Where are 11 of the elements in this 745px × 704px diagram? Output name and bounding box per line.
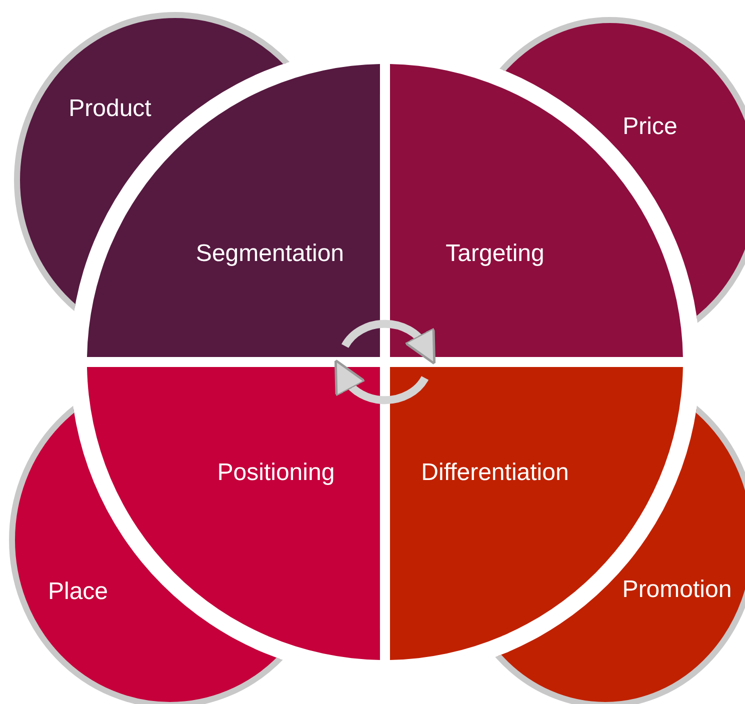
quadrant-label: Targeting (446, 240, 544, 268)
curved-arrow (333, 360, 428, 404)
petal-label: Product (68, 96, 152, 122)
quadrant-label: Differentiation (421, 460, 569, 486)
quadrant-label: Segmentation (196, 240, 344, 268)
quadrant-shape (390, 64, 683, 357)
quadrant-label: Positioning (217, 460, 335, 486)
curved-arrow (342, 320, 437, 364)
petal-label: Price (622, 114, 678, 140)
petal-label: Place (48, 578, 108, 606)
petal-label: Promotion (622, 576, 732, 604)
